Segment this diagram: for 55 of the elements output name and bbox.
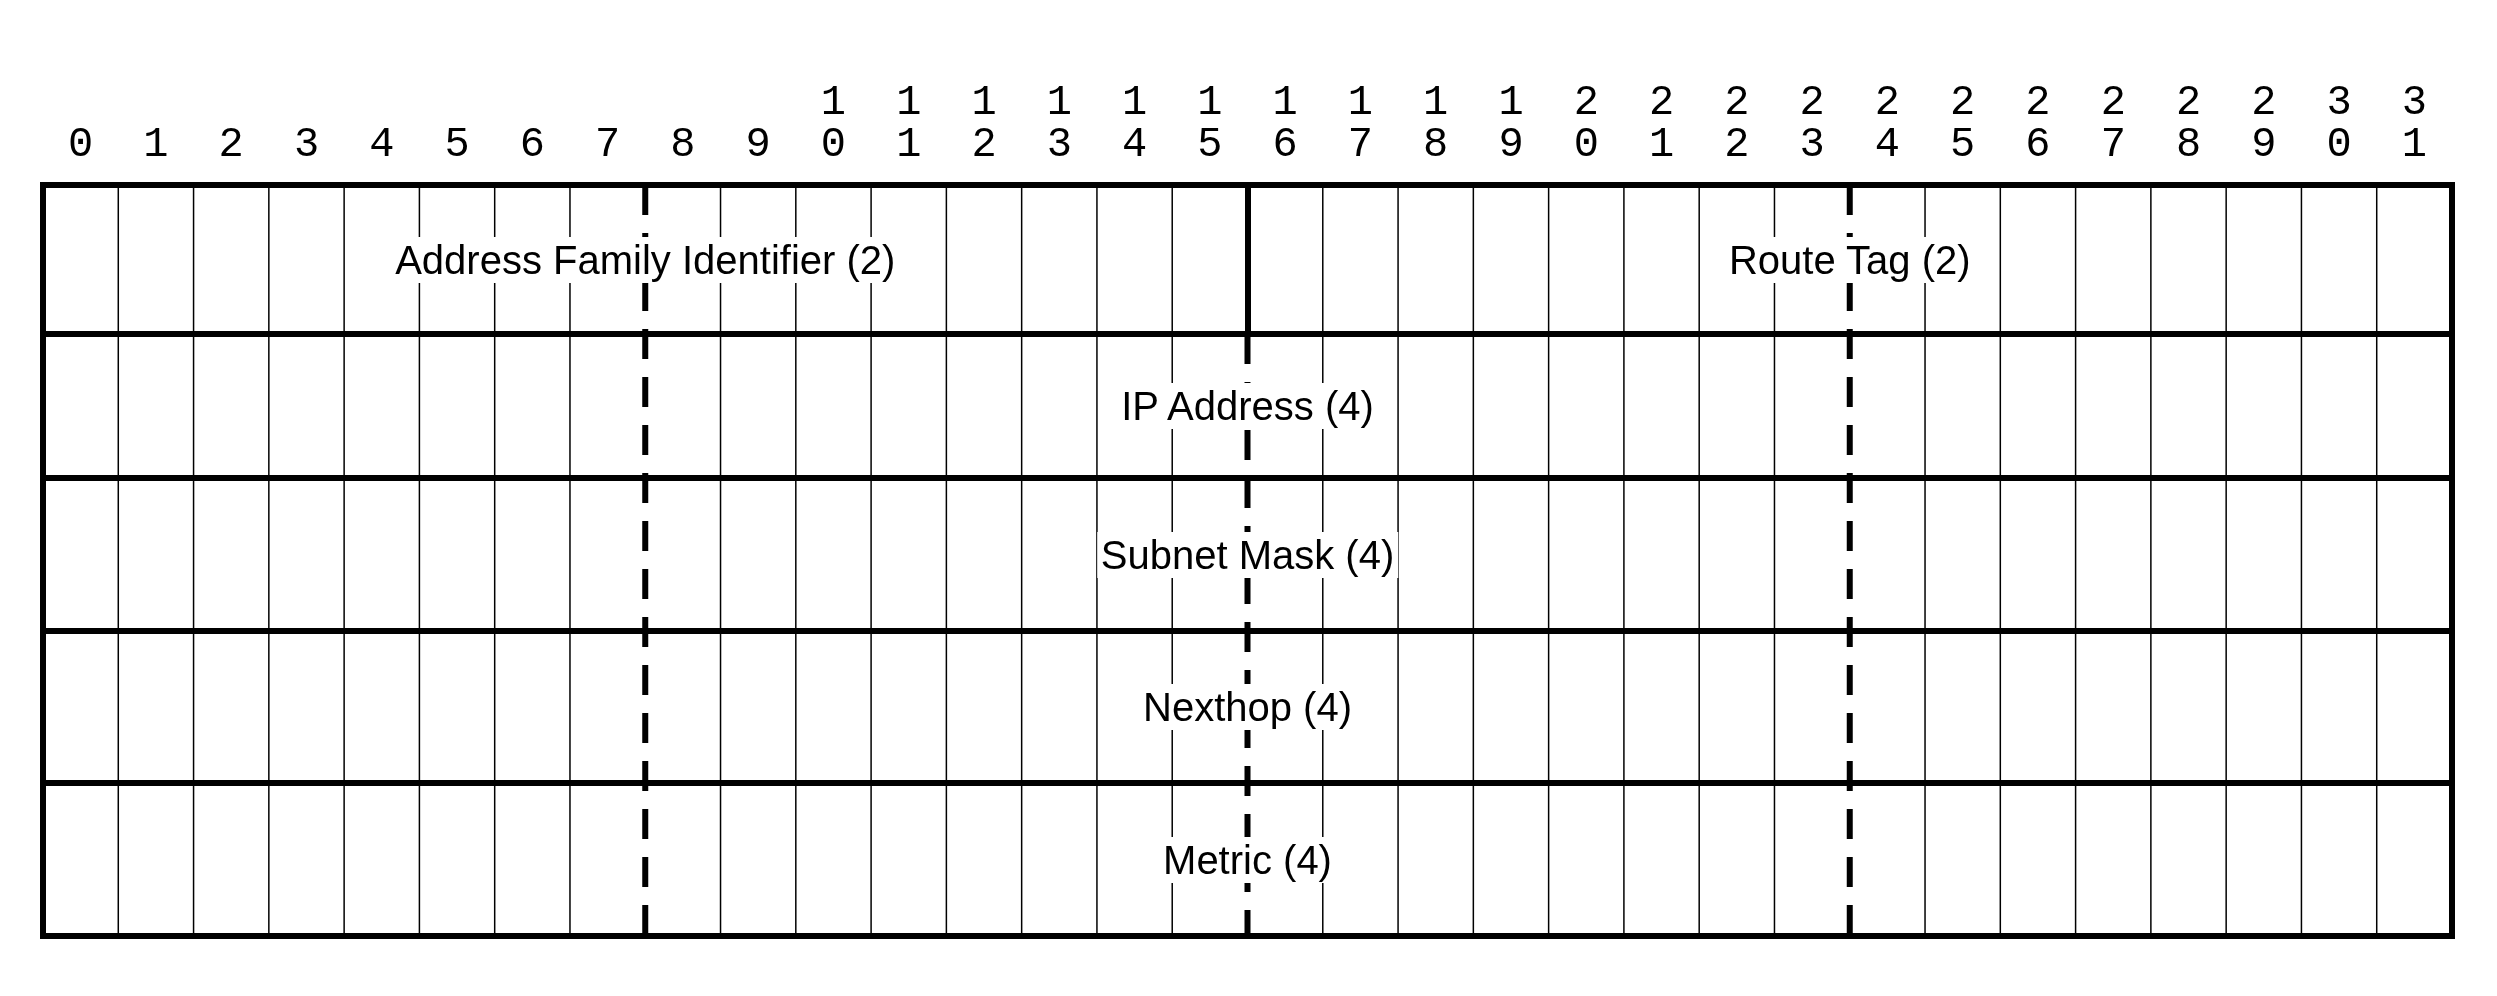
bit-number: 5 <box>1949 124 1977 166</box>
bit-number: 1 <box>819 82 848 124</box>
bit-number: 2 <box>217 124 245 166</box>
bit-number: 1 <box>895 82 923 124</box>
bit-number: 6 <box>1271 124 1299 166</box>
bit-number: 1 <box>1196 82 1224 124</box>
bit-number: 2 <box>1572 82 1600 124</box>
bit-number: 8 <box>2174 124 2203 166</box>
field-label: Subnet Mask (4) <box>1096 531 1399 578</box>
bit-number: 1 <box>1346 82 1375 124</box>
bit-number: 8 <box>1422 124 1450 166</box>
bit-number: 0 <box>67 124 95 166</box>
bit-number: 1 <box>1647 124 1676 166</box>
bit-number: 1 <box>1497 82 1525 124</box>
bit-number: 5 <box>443 124 471 166</box>
bit-number: 2 <box>1873 82 1901 124</box>
bit-number: 1 <box>1422 82 1450 124</box>
bit-number: 2 <box>970 124 998 166</box>
bit-number: 2 <box>2024 82 2052 124</box>
bit-number: 9 <box>1497 124 1525 166</box>
bit-number: 1 <box>895 124 923 166</box>
bit-number: 1 <box>142 124 170 166</box>
bit-number: 7 <box>594 124 622 166</box>
bit-number: 0 <box>819 124 848 166</box>
bit-number: 5 <box>1196 124 1224 166</box>
bit-number: 1 <box>1120 82 1149 124</box>
bit-number: 2 <box>2250 82 2278 124</box>
bit-number: 9 <box>744 124 772 166</box>
bit-number: 4 <box>368 124 396 166</box>
bit-number: 2 <box>1647 82 1676 124</box>
bit-number: 9 <box>2250 124 2278 166</box>
bit-number: 3 <box>2400 82 2428 124</box>
bit-number: 2 <box>1723 124 1751 166</box>
bit-number: 1 <box>1045 82 1073 124</box>
bit-number: 2 <box>2174 82 2203 124</box>
bit-number: 1 <box>970 82 998 124</box>
bit-number: 6 <box>518 124 546 166</box>
bit-number: 3 <box>292 124 321 166</box>
bit-number: 0 <box>1572 124 1600 166</box>
bit-number: 1 <box>2400 124 2428 166</box>
bit-number: 6 <box>2024 124 2052 166</box>
bit-number: 2 <box>1723 82 1751 124</box>
bit-number: 0 <box>2325 124 2353 166</box>
bit-number: 7 <box>2099 124 2127 166</box>
bit-number: 7 <box>1346 124 1375 166</box>
bit-number: 2 <box>1949 82 1977 124</box>
bit-number: 2 <box>1798 82 1826 124</box>
bit-number: 3 <box>1045 124 1073 166</box>
bit-number: 3 <box>2325 82 2353 124</box>
bit-number: 4 <box>1120 124 1149 166</box>
bit-number: 8 <box>669 124 697 166</box>
bit-number: 2 <box>2099 82 2127 124</box>
bit-number: 1 <box>1271 82 1299 124</box>
bit-number: 4 <box>1873 124 1901 166</box>
bit-number: 3 <box>1798 124 1826 166</box>
